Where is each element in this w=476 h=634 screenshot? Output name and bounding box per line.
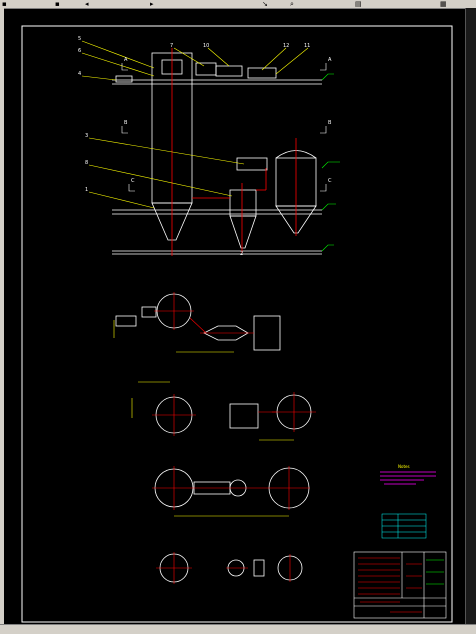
callout-2: 2 bbox=[240, 251, 243, 257]
section-mark-a-right: A bbox=[328, 57, 332, 63]
drawing-canvas[interactable]: 5 7 10 12 11 6 4 3 8 1 2 A A B B C C bbox=[4, 8, 466, 624]
toolbar: ▪ ▪ ◂ ▸ ↘ ⌕ ▤ ▦ bbox=[0, 0, 476, 9]
callout-12: 12 bbox=[283, 43, 289, 49]
title-block-rows bbox=[358, 557, 422, 613]
plan-d-centerlines bbox=[156, 552, 291, 584]
layer-icon[interactable]: ▦ bbox=[440, 0, 447, 8]
callout-8: 8 bbox=[85, 160, 88, 166]
section-mark-c-right: C bbox=[328, 178, 332, 184]
plan-b-centerlines bbox=[152, 392, 316, 436]
left-edge-panel bbox=[0, 8, 4, 625]
horizontal-scrollbar[interactable] bbox=[0, 624, 476, 634]
plan-c-centerlines bbox=[152, 466, 310, 510]
callout-10: 10 bbox=[203, 43, 209, 49]
section-mark-c-left: C bbox=[131, 178, 135, 184]
undo-icon[interactable]: ◂ bbox=[85, 0, 89, 8]
callout-6: 6 bbox=[78, 48, 81, 54]
save-icon[interactable]: ▪ bbox=[2, 0, 7, 8]
vertical-scrollbar[interactable] bbox=[465, 8, 476, 625]
callout-3: 3 bbox=[85, 133, 88, 139]
callout-5: 5 bbox=[78, 36, 81, 42]
arrow-icon[interactable]: ↘ bbox=[262, 0, 268, 8]
callout-4: 4 bbox=[78, 71, 81, 77]
pipe-lines bbox=[171, 48, 297, 256]
section-mark-b-right: B bbox=[328, 120, 332, 126]
redo-icon[interactable]: ▸ bbox=[150, 0, 154, 8]
callout-11: 11 bbox=[304, 43, 310, 49]
title-block-cells bbox=[426, 559, 444, 585]
callout-1: 1 bbox=[85, 187, 88, 193]
callout-labels: 5 7 10 12 11 6 4 3 8 1 2 bbox=[78, 36, 310, 257]
title-block bbox=[353, 551, 447, 619]
plan-view-a bbox=[115, 293, 281, 351]
zoom-icon[interactable]: ⌕ bbox=[290, 0, 294, 8]
parts-table bbox=[381, 513, 427, 539]
section-mark-b-left: B bbox=[124, 120, 128, 126]
callout-7: 7 bbox=[170, 43, 173, 49]
plan-view-b bbox=[155, 394, 312, 434]
print-icon[interactable]: ▪ bbox=[55, 0, 60, 8]
properties-icon[interactable]: ▤ bbox=[355, 0, 362, 8]
plan-a-centerlines bbox=[154, 292, 254, 334]
drawing-border bbox=[21, 25, 453, 623]
section-mark-a-left: A bbox=[124, 57, 128, 63]
plan-b-dimensions bbox=[131, 381, 294, 441]
plan-a-dimensions bbox=[113, 320, 234, 353]
leader-lines bbox=[81, 40, 309, 209]
elevation-view bbox=[112, 52, 322, 255]
elevation-markers bbox=[321, 73, 340, 252]
section-marks bbox=[121, 63, 327, 192]
technical-notes: Notes bbox=[380, 464, 436, 485]
notes-title: Notes bbox=[398, 464, 410, 469]
